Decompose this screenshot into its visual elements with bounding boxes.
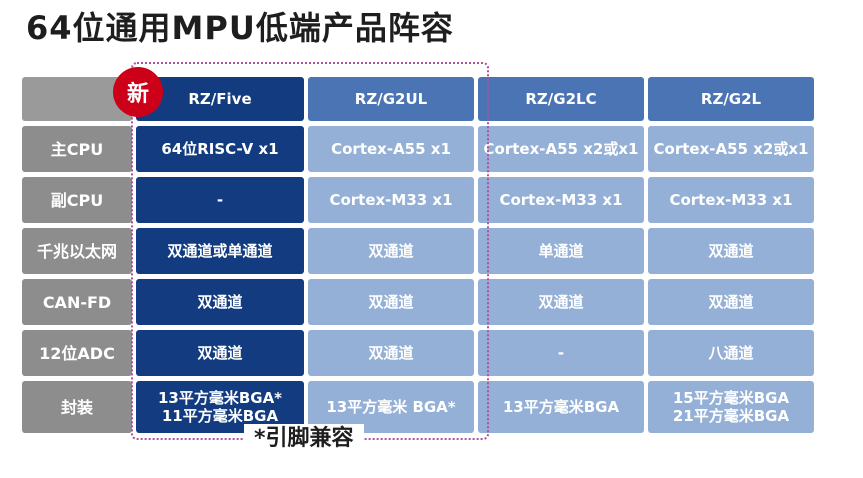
row-label-sub-cpu: 副CPU bbox=[22, 177, 132, 223]
cell-sub-cpu-rz-five: - bbox=[136, 177, 304, 223]
cell-can-fd-rz-g2lc: 双通道 bbox=[478, 279, 644, 325]
pin-compatible-footnote: *引脚兼容 bbox=[244, 424, 364, 454]
row-label-main-cpu: 主CPU bbox=[22, 126, 132, 172]
cell-adc-rz-five: 双通道 bbox=[136, 330, 304, 376]
cell-main-cpu-rz-five: 64位RISC-V x1 bbox=[136, 126, 304, 172]
page-title: 64位通用MPU低端产品阵容 bbox=[26, 9, 454, 47]
package-line: 13平方毫米 BGA* bbox=[326, 398, 456, 416]
cell-main-cpu-rz-g2ul: Cortex-A55 x1 bbox=[308, 126, 474, 172]
column-header-rz-five: RZ/Five bbox=[136, 77, 304, 121]
row-label-12bit-adc: 12位ADC bbox=[22, 330, 132, 376]
package-line: 13平方毫米BGA* bbox=[157, 389, 283, 407]
cell-adc-rz-g2lc: - bbox=[478, 330, 644, 376]
package-line: 11平方毫米BGA bbox=[161, 407, 279, 425]
package-line: 21平方毫米BGA bbox=[672, 407, 790, 425]
cell-package-rz-five: 13平方毫米BGA* 11平方毫米BGA bbox=[136, 381, 304, 433]
column-header-rz-g2ul: RZ/G2UL bbox=[308, 77, 474, 121]
cell-can-fd-rz-five: 双通道 bbox=[136, 279, 304, 325]
cell-package-rz-g2lc: 13平方毫米BGA bbox=[478, 381, 644, 433]
package-line: 15平方毫米BGA bbox=[672, 389, 790, 407]
row-label-gigabit-ethernet: 千兆以太网 bbox=[22, 228, 132, 274]
cell-ethernet-rz-five: 双通道或单通道 bbox=[136, 228, 304, 274]
cell-can-fd-rz-g2l: 双通道 bbox=[648, 279, 814, 325]
comparison-table: RZ/Five RZ/G2UL RZ/G2LC RZ/G2L 主CPU 64位R… bbox=[22, 77, 814, 433]
cell-ethernet-rz-g2lc: 单通道 bbox=[478, 228, 644, 274]
cell-main-cpu-rz-g2l: Cortex-A55 x2或x1 bbox=[648, 126, 814, 172]
cell-ethernet-rz-g2ul: 双通道 bbox=[308, 228, 474, 274]
cell-sub-cpu-rz-g2l: Cortex-M33 x1 bbox=[648, 177, 814, 223]
cell-main-cpu-rz-g2lc: Cortex-A55 x2或x1 bbox=[478, 126, 644, 172]
new-badge: 新 bbox=[113, 67, 163, 117]
row-label-can-fd: CAN-FD bbox=[22, 279, 132, 325]
cell-package-rz-g2l: 15平方毫米BGA 21平方毫米BGA bbox=[648, 381, 814, 433]
column-header-rz-g2l: RZ/G2L bbox=[648, 77, 814, 121]
row-label-package: 封装 bbox=[22, 381, 132, 433]
cell-sub-cpu-rz-g2ul: Cortex-M33 x1 bbox=[308, 177, 474, 223]
column-header-rz-g2lc: RZ/G2LC bbox=[478, 77, 644, 121]
cell-adc-rz-g2ul: 双通道 bbox=[308, 330, 474, 376]
cell-sub-cpu-rz-g2lc: Cortex-M33 x1 bbox=[478, 177, 644, 223]
cell-ethernet-rz-g2l: 双通道 bbox=[648, 228, 814, 274]
cell-can-fd-rz-g2ul: 双通道 bbox=[308, 279, 474, 325]
package-line: 13平方毫米BGA bbox=[502, 398, 620, 416]
cell-adc-rz-g2l: 八通道 bbox=[648, 330, 814, 376]
